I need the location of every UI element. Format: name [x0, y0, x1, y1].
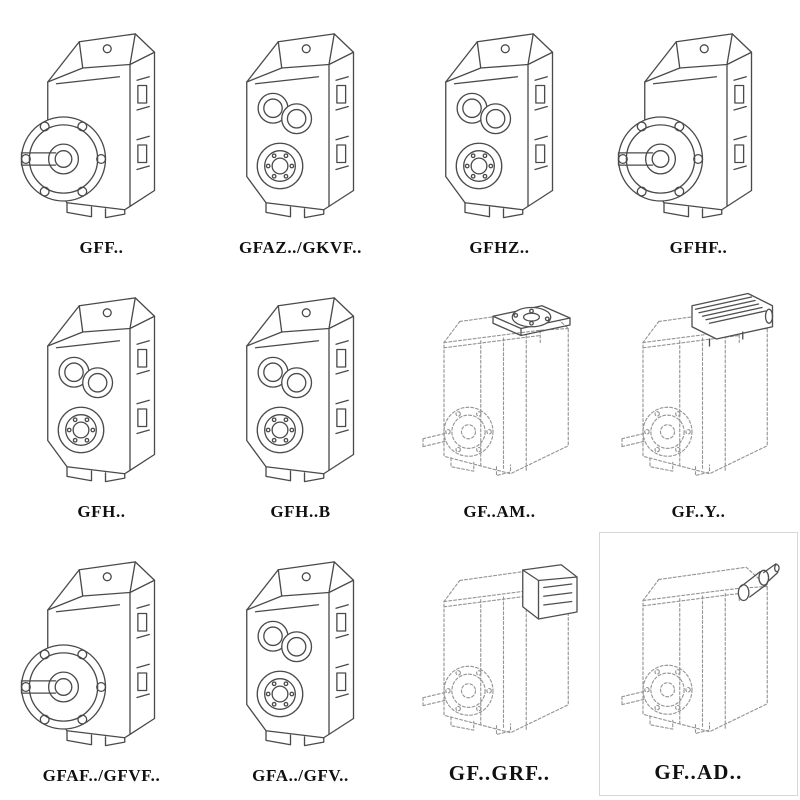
gearbox-label: GF..AM..	[463, 502, 536, 521]
gearbox-drawing-flange-output	[10, 26, 194, 236]
gearbox-cell-gf-ad: GF..AD..	[599, 532, 798, 796]
gearbox-label: GF..AD..	[654, 760, 743, 784]
gearbox-label: GFA../GFV..	[252, 766, 349, 785]
gearbox-drawing-top-motor-flange	[408, 290, 592, 500]
gearbox-cell-gfh: GFH..	[2, 268, 201, 532]
gearbox-label: GFAZ../GKVF..	[238, 238, 363, 257]
gearbox-cell-gfhf: GFHF..	[599, 4, 798, 268]
gearbox-drawing-mounted-motor	[607, 290, 791, 500]
gearbox-drawing-input-shaft-adapter	[607, 548, 791, 758]
gearbox-drawing-hollow-shaft	[209, 26, 393, 236]
gearbox-cell-gff: GFF..	[2, 4, 201, 268]
gearbox-cell-gf-grf: GF..GRF..	[400, 532, 599, 796]
gearbox-label: GF..GRF..	[448, 761, 551, 785]
gearbox-label: GFH..	[77, 502, 126, 521]
gearbox-cell-gfaz-gkvf: GFAZ../GKVF..	[201, 4, 400, 268]
gearbox-drawing-hollow-shaft	[209, 290, 393, 500]
gearbox-label: GFHZ..	[469, 238, 530, 257]
gearbox-drawing-flange-output	[10, 554, 194, 764]
gearbox-drawing-flange-output	[607, 26, 791, 236]
gearbox-cell-gfh-b: GFH..B	[201, 268, 400, 532]
gearbox-drawing-hollow-shaft	[408, 26, 592, 236]
gearbox-drawing-hollow-shaft	[10, 290, 194, 500]
gearbox-cell-gfa-gfv: GFA../GFV..	[201, 532, 400, 796]
gearbox-label: GFAF../GFVF..	[42, 766, 161, 785]
gearbox-cell-gfaf-gfvf: GFAF../GFVF..	[2, 532, 201, 796]
gearbox-drawing-hollow-shaft	[209, 554, 393, 764]
gearbox-cell-gf-am: GF..AM..	[400, 268, 599, 532]
gearbox-drawing-input-gearbox	[408, 549, 592, 759]
gearbox-label: GFHF..	[669, 238, 728, 257]
gearbox-cell-gf-y: GF..Y..	[599, 268, 798, 532]
gearbox-cell-gfhz: GFHZ..	[400, 4, 599, 268]
gearbox-label: GF..Y..	[671, 502, 726, 521]
gearbox-label: GFF..	[79, 238, 124, 257]
gearbox-label: GFH..B	[270, 502, 331, 521]
